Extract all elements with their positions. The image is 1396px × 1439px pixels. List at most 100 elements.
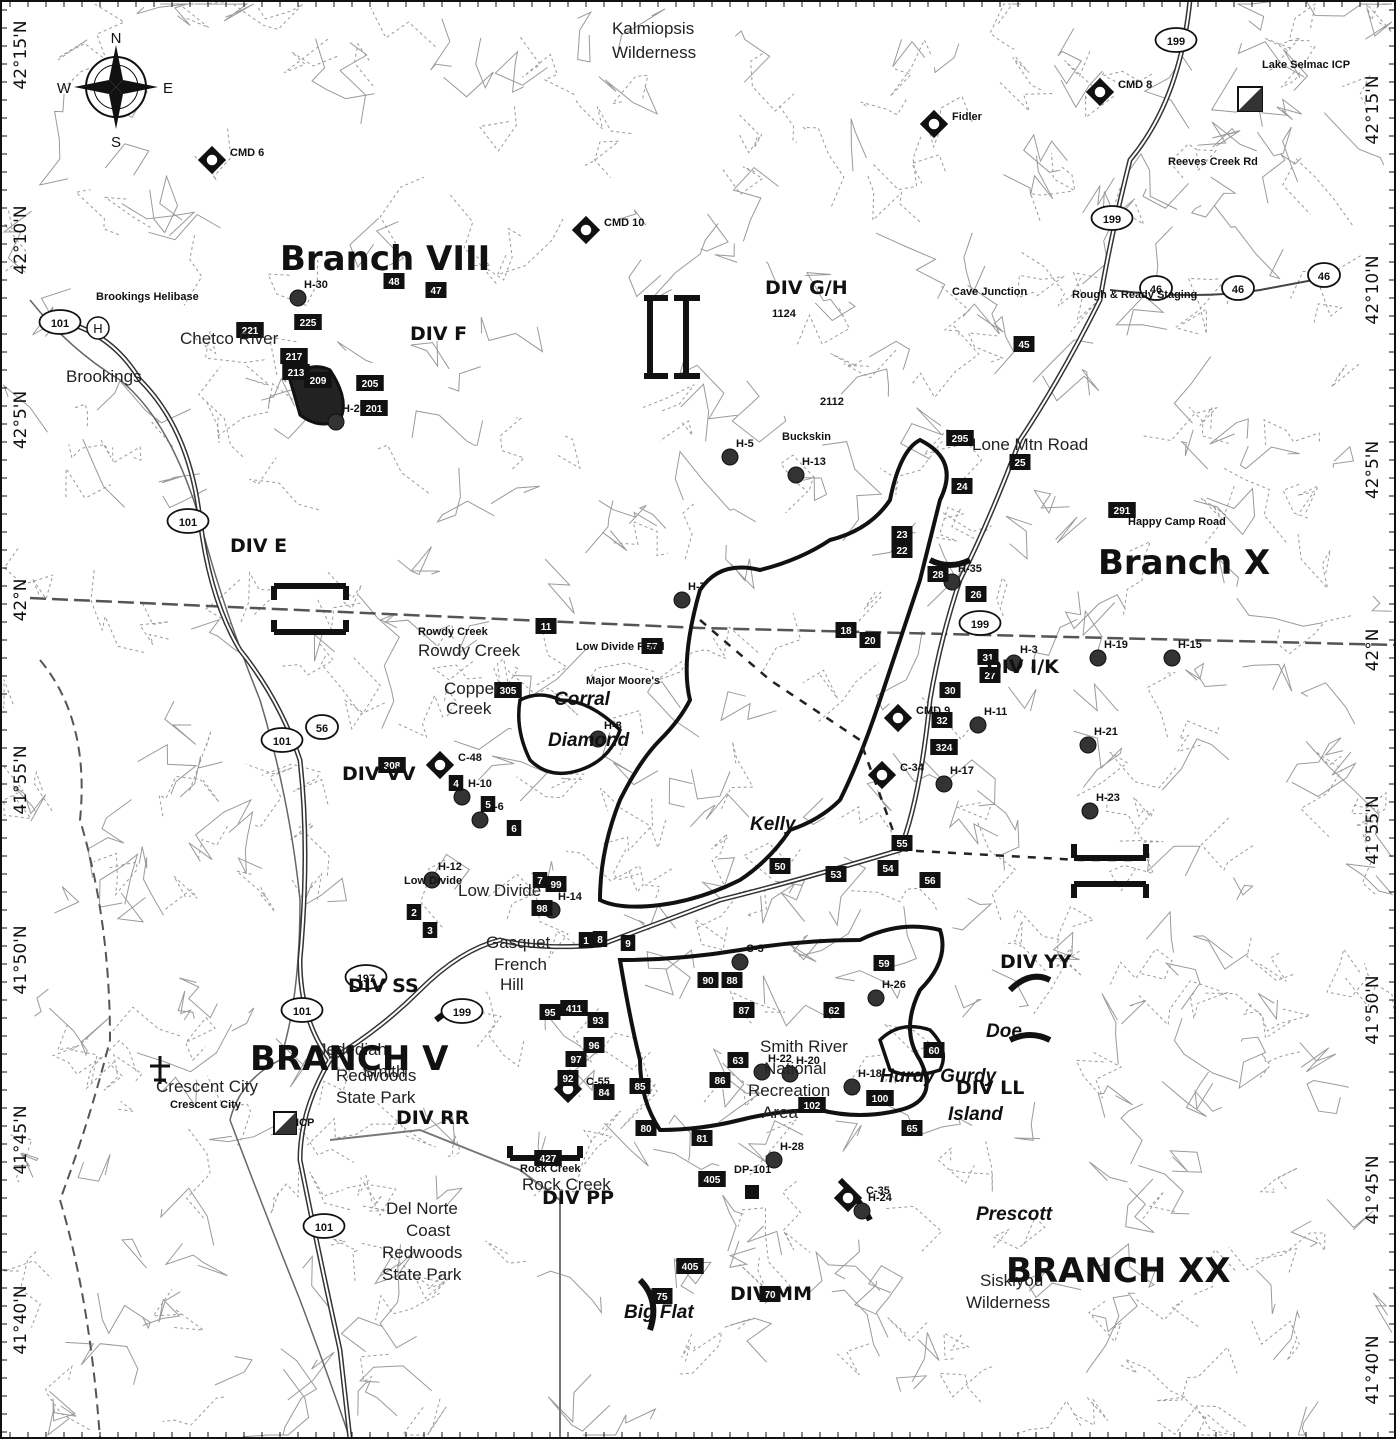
terrain-line [1297,484,1320,516]
latitude-label-left: 41°55'N [11,745,31,814]
icp-symbol-crescent [273,1111,297,1135]
terrain-line [620,1051,658,1130]
terrain-line [802,127,845,207]
terrain-line [242,1368,310,1438]
terrain-line [583,1129,613,1165]
drop-point-number: 23 [896,530,908,541]
terrain-line [448,366,481,392]
drop-point-number: 98 [536,904,548,915]
terrain-line [1060,70,1103,109]
terrain-line [977,822,1017,920]
terrain-line [19,1251,41,1328]
terrain-line [1209,418,1249,445]
terrain-line [938,284,970,336]
drop-point: 98 [531,900,553,916]
facility-name: Lake Selmac ICP [1262,59,1350,71]
terrain-line [34,988,49,1017]
terrain-line [795,476,828,502]
drop-point-number: 100 [872,1094,889,1105]
terrain-line [236,870,276,913]
terrain-line [196,3,254,22]
terrain-line [1291,751,1357,798]
division-label: DIV RR [396,1107,470,1129]
terrain-line [104,143,150,176]
division-label: DIV E [230,535,287,557]
drop-point-number: 96 [588,1041,600,1052]
drop-point-number: 57 [646,642,658,653]
terrain-line [1259,1051,1301,1078]
terrain-line [729,1317,773,1363]
terrain-line [1142,1191,1175,1220]
terrain-line [674,450,757,523]
terrain-line [1300,682,1356,725]
terrain-line [1128,153,1178,210]
terrain-line [185,1016,216,1062]
highway-number: 199 [1167,36,1185,48]
terrain-line [1365,7,1393,40]
place-name: Low Divide [458,881,541,900]
facility-name: Major Moore's [586,675,660,687]
terrain-line [1085,1294,1129,1373]
terrain-line [478,755,548,802]
highway-number: 197 [357,973,375,985]
drop-point-number: 88 [726,976,738,987]
terrain-line [885,1205,943,1252]
icp-symbol-selmac [1237,86,1263,112]
terrain-line [1261,153,1302,204]
cmd-diamond: CMD 8 [1085,77,1152,107]
helispot: H-5 [721,438,754,466]
drop-point-number: 97 [570,1055,582,1066]
terrain-line [1297,1401,1319,1436]
terrain-line [1283,49,1309,91]
terrain-line [875,232,946,299]
place-name: State Park [382,1265,462,1284]
drop-point: 102 [798,1097,826,1113]
highway-shield: 199 [1090,205,1134,231]
terrain-line [1097,1085,1133,1118]
facility-name: Rough & Ready Staging [1072,289,1197,301]
terrain-line [74,189,119,236]
helispot: H-15 [1163,639,1202,667]
highway-shield: 197 [344,964,388,990]
terrain-line [774,877,806,922]
terrain-line [873,134,923,191]
helispot-label: H-7 [688,581,706,593]
terrain-line [602,732,659,786]
terrain-line [1182,277,1221,335]
helispot-label: H-28 [780,1141,804,1153]
terrain-line [499,417,525,470]
terrain-line [922,428,983,484]
terrain-line [943,1332,970,1360]
drop-point: 221 [236,322,264,338]
terrain-line [721,741,754,810]
drop-point: 84 [593,1084,615,1100]
drop-point-number: 53 [830,870,842,881]
drop-point: 99 [545,876,567,892]
terrain-line [1051,152,1076,192]
terrain-line [653,1148,720,1171]
place-name: Wilderness [612,43,696,62]
terrain-line [1255,1232,1326,1260]
terrain-line [1102,191,1136,217]
place-name: Rock Creek [522,1175,611,1194]
place-name: Chetco River [180,329,279,348]
drop-point: 63 [727,1052,749,1068]
terrain-line [481,1012,525,1068]
helispot-label: H-17 [950,765,974,777]
helispot-label: H-35 [958,563,982,575]
terrain-line [45,1364,90,1431]
place-name: Gasquet [486,933,551,952]
terrain-line [1184,662,1227,688]
terrain-line [996,576,1008,616]
highway-shield: 101 [166,508,210,534]
terrain-line [911,1332,940,1383]
drop-point-number: 56 [924,876,936,887]
drop-point: 217 [280,348,308,364]
terrain-line [954,984,982,1018]
latitude-label-right: 42°N [1363,629,1383,672]
terrain-line [1005,515,1033,560]
terrain-line [520,886,580,959]
